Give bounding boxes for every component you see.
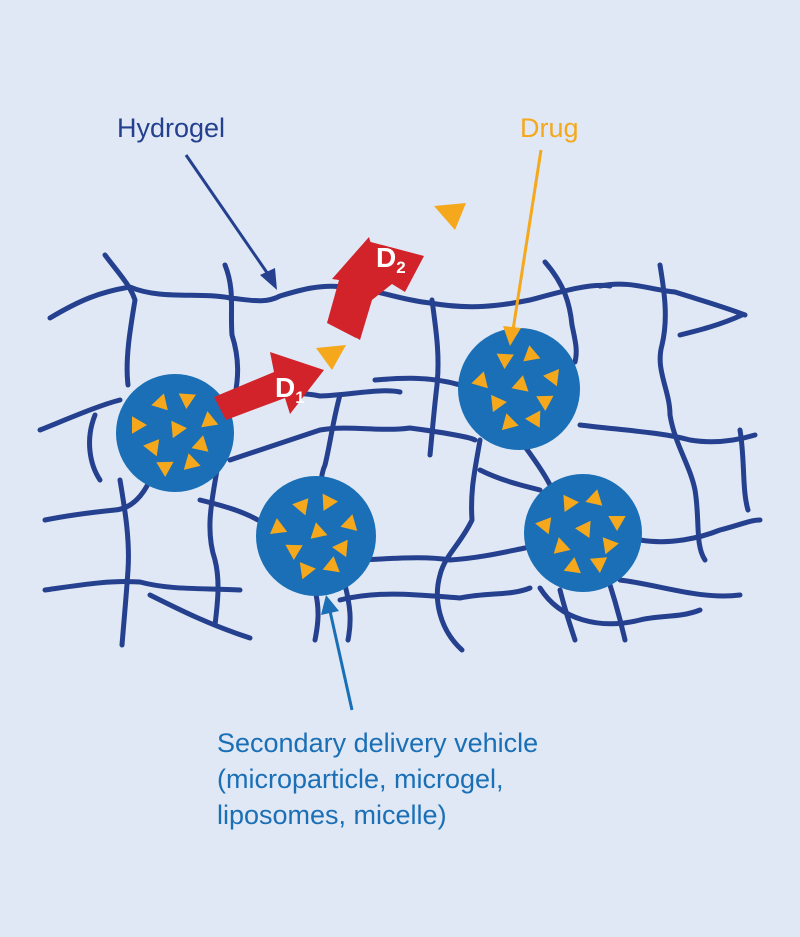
vehicle-pointer xyxy=(321,595,354,711)
encapsulated-drug-particle xyxy=(491,394,507,413)
encapsulated-drug-particle xyxy=(585,489,603,506)
encapsulated-drug-particle xyxy=(201,411,219,428)
vehicle-label-line-1: Secondary delivery vehicle xyxy=(217,728,538,758)
encapsulated-drug-particle xyxy=(310,522,328,539)
encapsulated-drug-particle xyxy=(496,353,514,369)
encapsulated-drug-particle xyxy=(501,413,519,431)
encapsulated-drug-particle xyxy=(471,371,488,389)
encapsulated-drug-particle xyxy=(156,461,174,477)
encapsulated-drug-particle xyxy=(563,494,579,512)
encapsulated-drug-particle xyxy=(178,393,196,409)
hydrogel-network xyxy=(37,252,763,653)
encapsulated-drug-particle xyxy=(589,557,608,573)
vehicle-label-line-2: (microparticle, microgel, xyxy=(217,764,504,794)
encapsulated-drug-particle xyxy=(575,520,591,538)
diffusion-arrow-d1: D1 xyxy=(214,352,324,420)
encapsulated-drug-particle xyxy=(322,556,340,573)
drug-label: Drug xyxy=(520,113,579,143)
encapsulated-drug-particle xyxy=(171,420,187,439)
encapsulated-drug-particle xyxy=(143,439,160,457)
encapsulated-drug-particle xyxy=(602,537,619,555)
encapsulated-drug-particle xyxy=(553,537,571,554)
free-drug-particle xyxy=(434,203,466,230)
diffusion-arrow-d2-head: D2 xyxy=(330,241,424,340)
hydrogel-label: Hydrogel xyxy=(117,113,225,143)
encapsulated-drug-particle xyxy=(183,453,201,470)
encapsulated-drug-particle xyxy=(151,393,168,411)
encapsulated-drug-particle xyxy=(332,539,348,558)
encapsulated-drug-particle xyxy=(292,498,309,516)
encapsulated-drug-particle xyxy=(608,516,626,531)
encapsulated-drug-particle xyxy=(299,562,316,580)
free-drug-particle xyxy=(316,345,346,370)
encapsulated-drug-particle xyxy=(535,517,552,535)
vehicle-label-line-3: liposomes, micelle) xyxy=(217,800,447,830)
drug-particles xyxy=(132,345,626,580)
encapsulated-drug-particle xyxy=(322,493,338,511)
d1-label: D1 xyxy=(275,372,305,407)
drug-pointer xyxy=(503,149,543,346)
encapsulated-drug-particle xyxy=(543,369,559,387)
encapsulated-drug-particle xyxy=(536,395,554,411)
hydrogel-pointer xyxy=(184,154,277,290)
encapsulated-drug-particle xyxy=(340,514,358,531)
encapsulated-drug-particle xyxy=(132,416,147,434)
encapsulated-drug-particle xyxy=(523,345,541,362)
encapsulated-drug-particle xyxy=(285,544,303,560)
encapsulated-drug-particle xyxy=(270,518,288,534)
encapsulated-drug-particle xyxy=(563,557,581,574)
encapsulated-drug-particle xyxy=(525,410,541,428)
encapsulated-drug-particle xyxy=(191,435,209,452)
d2-label: D2 xyxy=(376,242,406,277)
encapsulated-drug-particle xyxy=(511,375,529,392)
